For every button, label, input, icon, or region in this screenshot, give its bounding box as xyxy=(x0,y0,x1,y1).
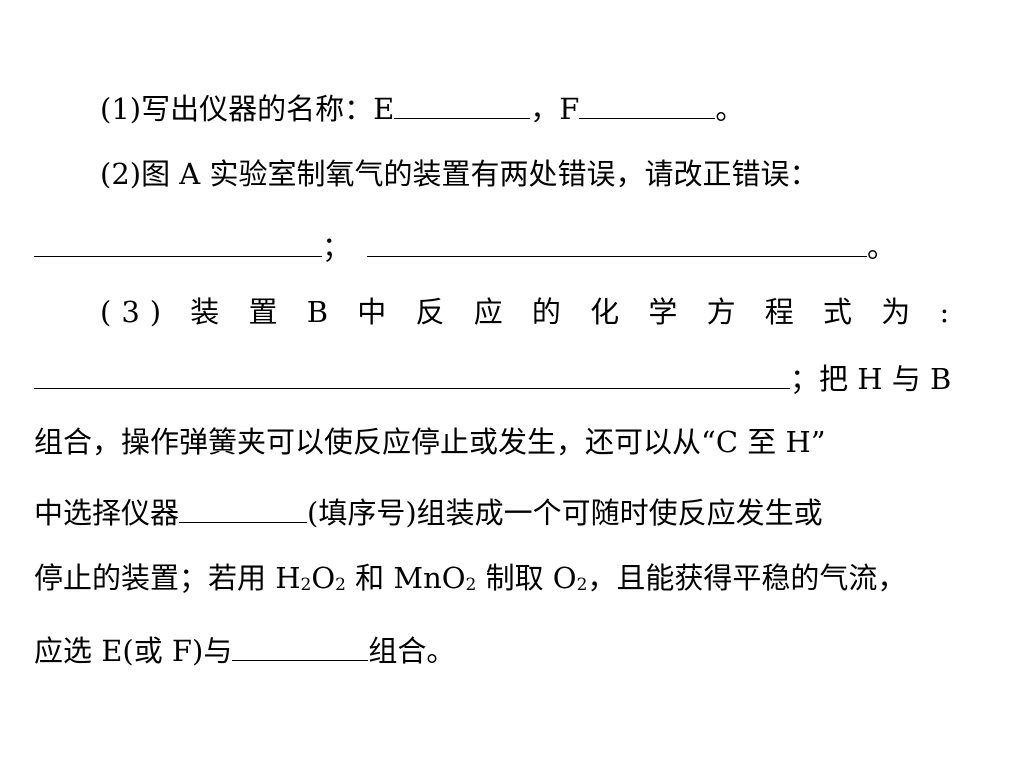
question-3-line-9: 应选 E(或 F)与 组合。 xyxy=(34,628,990,672)
q3-line8-d: 制取 O xyxy=(476,561,577,595)
q3-line7-post: (填序号)组装成一个可随时使反应发生或 xyxy=(307,496,823,530)
question-1: (1)写出仪器的名称：E ，F 。 xyxy=(34,86,990,130)
blank-combination[interactable] xyxy=(232,628,369,661)
h2-subscript: 2 xyxy=(300,575,312,595)
blank-e[interactable] xyxy=(394,86,531,119)
q3-line8-b: O xyxy=(311,561,336,595)
question-3-line-6: 组合，操作弹簧夹可以使反应停止或发生，还可以从“C 至 H” xyxy=(34,420,990,464)
blank-f[interactable] xyxy=(579,86,716,119)
q2-text: (2)图 A 实验室制氧气的装置有两处错误，请改正错误： xyxy=(100,157,819,191)
question-2-answers: ；。 xyxy=(34,224,990,268)
q3-head: (3) 装 置 B 中 反 应 的 化 学 方 程 式 为 : xyxy=(100,295,960,329)
q1-mid: ，F xyxy=(530,92,580,126)
q3-line9-pre: 应选 E(或 F)与 xyxy=(34,634,233,668)
q1-end: 。 xyxy=(715,92,745,126)
blank-error-1[interactable] xyxy=(34,224,322,257)
question-3-line-7: 中选择仪器 (填序号)组装成一个可随时使反应发生或 xyxy=(34,490,990,534)
q2-sep: ； xyxy=(322,230,352,264)
q3-line8-e: ，且能获得平稳的气流， xyxy=(587,561,907,595)
q3-line9-post: 组合。 xyxy=(368,634,456,668)
blank-error-2[interactable] xyxy=(367,224,868,257)
q3-after-blank: ；把 H 与 B xyxy=(790,362,952,396)
question-3: (3) 装 置 B 中 反 应 的 化 学 方 程 式 为 : xyxy=(34,290,990,334)
q3-line8-c: 和 MnO xyxy=(345,561,466,595)
o2-subscript: 2 xyxy=(335,575,346,595)
mno2-subscript: 2 xyxy=(465,575,477,595)
q2-end: 。 xyxy=(867,230,897,264)
blank-equation[interactable] xyxy=(34,356,790,389)
q3-line6: 组合，操作弹簧夹可以使反应停止或发生，还可以从“C 至 H” xyxy=(34,425,826,459)
q1-prefix: (1)写出仪器的名称：E xyxy=(100,92,395,126)
q3-line7-pre: 中选择仪器 xyxy=(34,496,180,530)
oxygen-subscript: 2 xyxy=(576,575,588,595)
q3-line8-a: 停止的装置；若用 H xyxy=(34,561,301,595)
question-3-line-8: 停止的装置；若用 H2O2 和 MnO2 制取 O2，且能获得平稳的气流， xyxy=(34,556,990,600)
blank-instrument[interactable] xyxy=(179,490,308,523)
question-3-equation-line: ；把 H 与 B xyxy=(34,356,990,400)
question-2: (2)图 A 实验室制氧气的装置有两处错误，请改正错误： xyxy=(34,152,990,196)
